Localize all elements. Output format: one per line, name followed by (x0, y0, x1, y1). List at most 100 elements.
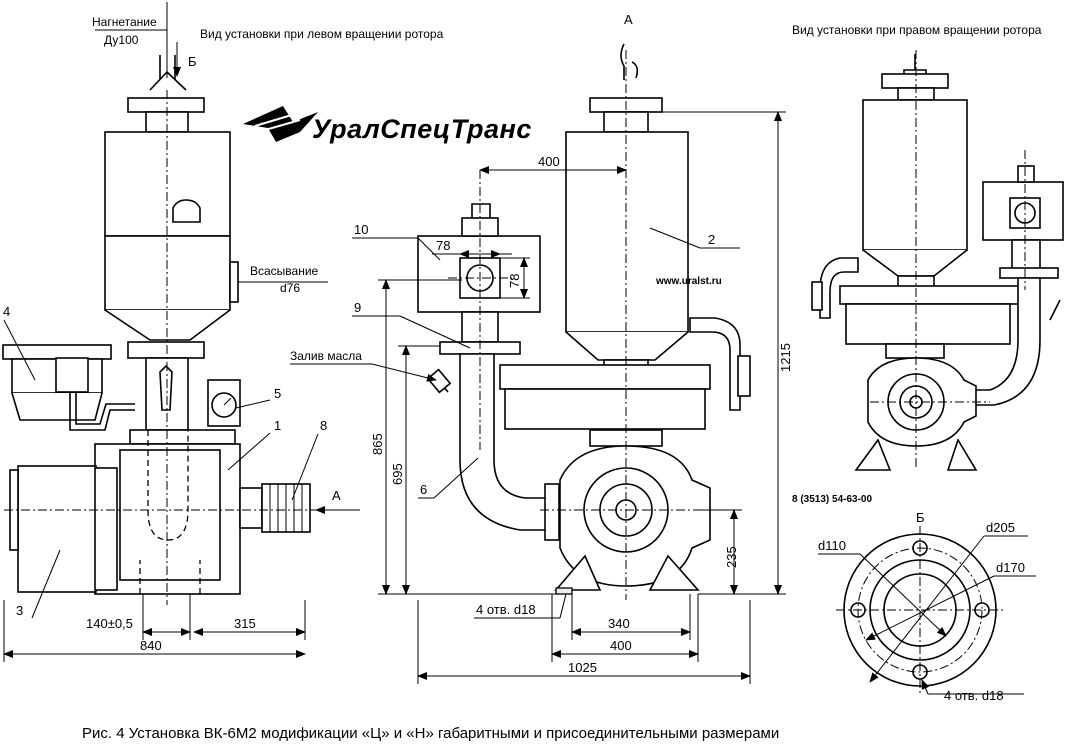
gauge-needle (223, 397, 232, 406)
dims-center: 400 78 78 865 695 1215 235 (370, 111, 793, 684)
dim-78-v: 78 (507, 274, 522, 288)
dim-d110: d110 (818, 538, 846, 553)
suction-label: Всасывание (250, 264, 319, 278)
gauge-dial (211, 392, 237, 418)
pump-neck-right (885, 343, 945, 359)
top-flange-right (881, 73, 949, 89)
frame-bar-center (499, 364, 711, 390)
discharge-pipe-center (689, 317, 741, 411)
pulley-hub (239, 487, 263, 529)
discharge-end-right (811, 281, 823, 311)
suction-size: d76 (280, 281, 300, 295)
part-label-3: 3 (16, 603, 23, 618)
view-right-caption: Вид установки при правом вращении ротора (792, 23, 1042, 37)
separator-tank-center (565, 131, 689, 333)
view-left-caption: Вид установки при левом вращении ротора (200, 27, 444, 41)
intake-housing-left (17, 465, 97, 593)
website: www.uralst.ru (655, 276, 722, 287)
discharge-pipe-right (819, 257, 859, 319)
arrow-a-label: А (332, 488, 341, 503)
dim-695: 695 (390, 463, 405, 485)
flange-right (999, 267, 1059, 279)
logo-text: УралСпецТранс (312, 114, 532, 144)
oil-fill-label: Залив масла (290, 349, 362, 363)
part-label-9: 9 (354, 300, 361, 315)
logo-swoosh-icon (243, 106, 318, 142)
hook-center (620, 43, 639, 80)
part-label-4: 4 (3, 304, 10, 319)
valve-stem-left (159, 364, 173, 411)
oil-tank-lid (2, 344, 112, 360)
view-b-label: Б (916, 510, 925, 525)
part-label-6: 6 (420, 482, 427, 497)
oil-plug-right (1049, 299, 1061, 321)
inner-pipe-hidden (147, 430, 189, 541)
dim-865: 865 (370, 433, 385, 455)
part-label-1: 1 (274, 418, 281, 433)
separator-tank-right (862, 99, 968, 251)
separator-cone-right (862, 249, 968, 277)
pump-inlet-flange (544, 483, 560, 541)
view-a-label: А (624, 12, 633, 27)
dim-840: 840 (140, 638, 162, 653)
pulley-grooves (261, 483, 311, 533)
dims-left: 140±0,5 315 840 (3, 594, 306, 662)
center-view: А (290, 12, 793, 684)
flange-view-b: Б d110 d205 d170 4 отв. d18 (818, 510, 1036, 703)
dim-d170: d170 (996, 560, 1025, 575)
oil-fill-cap (426, 368, 452, 394)
dim-235: 235 (724, 546, 739, 568)
top-flange-left (127, 97, 205, 113)
part-label-2: 2 (708, 232, 715, 247)
right-view (811, 50, 1064, 471)
suction-pipe-6 (459, 353, 553, 531)
filter-cap-right (1017, 165, 1035, 183)
foot-left-right (854, 438, 892, 471)
top-valve-left (172, 199, 201, 223)
pump-top-plate-left (129, 429, 236, 445)
dim-78-h: 78 (436, 238, 450, 253)
suction-stub-left (229, 261, 239, 303)
foot-right-right (946, 438, 978, 471)
mid-flange-left (127, 341, 205, 359)
dim-400-top: 400 (538, 154, 560, 169)
frame-bar-right (839, 285, 1021, 305)
foot-plate-left (555, 587, 573, 595)
oil-tank-bottom (11, 392, 103, 421)
figure-caption: Рис. 4 Установка ВК-6М2 модификации «Ц» … (82, 725, 779, 742)
dim-d205: d205 (986, 520, 1015, 535)
dim-1215: 1215 (778, 343, 793, 372)
suction-pipe-right (974, 277, 1041, 406)
part-leaders-left: 4 5 1 8 3 (3, 304, 327, 619)
intake-ring-left (94, 467, 118, 591)
dim-315: 315 (234, 616, 256, 631)
arrow-b-label: Б (188, 54, 197, 69)
part-label-10: 10 (354, 222, 368, 237)
dim-1025: 1025 (568, 660, 597, 675)
hook-left (149, 55, 187, 91)
feet-hidden (139, 560, 201, 594)
left-view: Нагнетание Ду100 Б Всасывание d76 (2, 2, 360, 662)
pump-foot-left (554, 554, 602, 591)
frame-body-center (504, 388, 706, 430)
discharge-label: Нагнетание (92, 15, 157, 29)
oil-line-left-inner (75, 392, 135, 425)
oil-tank-filter (55, 357, 89, 393)
part-label-8: 8 (320, 418, 327, 433)
pump-foot-right (648, 554, 700, 591)
discharge-end-center (737, 355, 751, 397)
gauge-housing (207, 379, 241, 427)
holes-left: 4 отв. d18 (476, 602, 536, 617)
pump-casing-left (119, 449, 221, 581)
frame-body-right (845, 303, 1011, 345)
discharge-size: Ду100 (104, 33, 139, 47)
dim-340: 340 (608, 616, 630, 631)
dim-400-bottom: 400 (610, 638, 632, 653)
separator-cone-center (565, 331, 689, 361)
filter-pipe-right (1011, 239, 1041, 271)
filter-cap (471, 203, 491, 218)
oil-line-left (69, 392, 135, 431)
holes-flange: 4 отв. d18 (944, 688, 1004, 703)
part-label-5: 5 (274, 386, 281, 401)
